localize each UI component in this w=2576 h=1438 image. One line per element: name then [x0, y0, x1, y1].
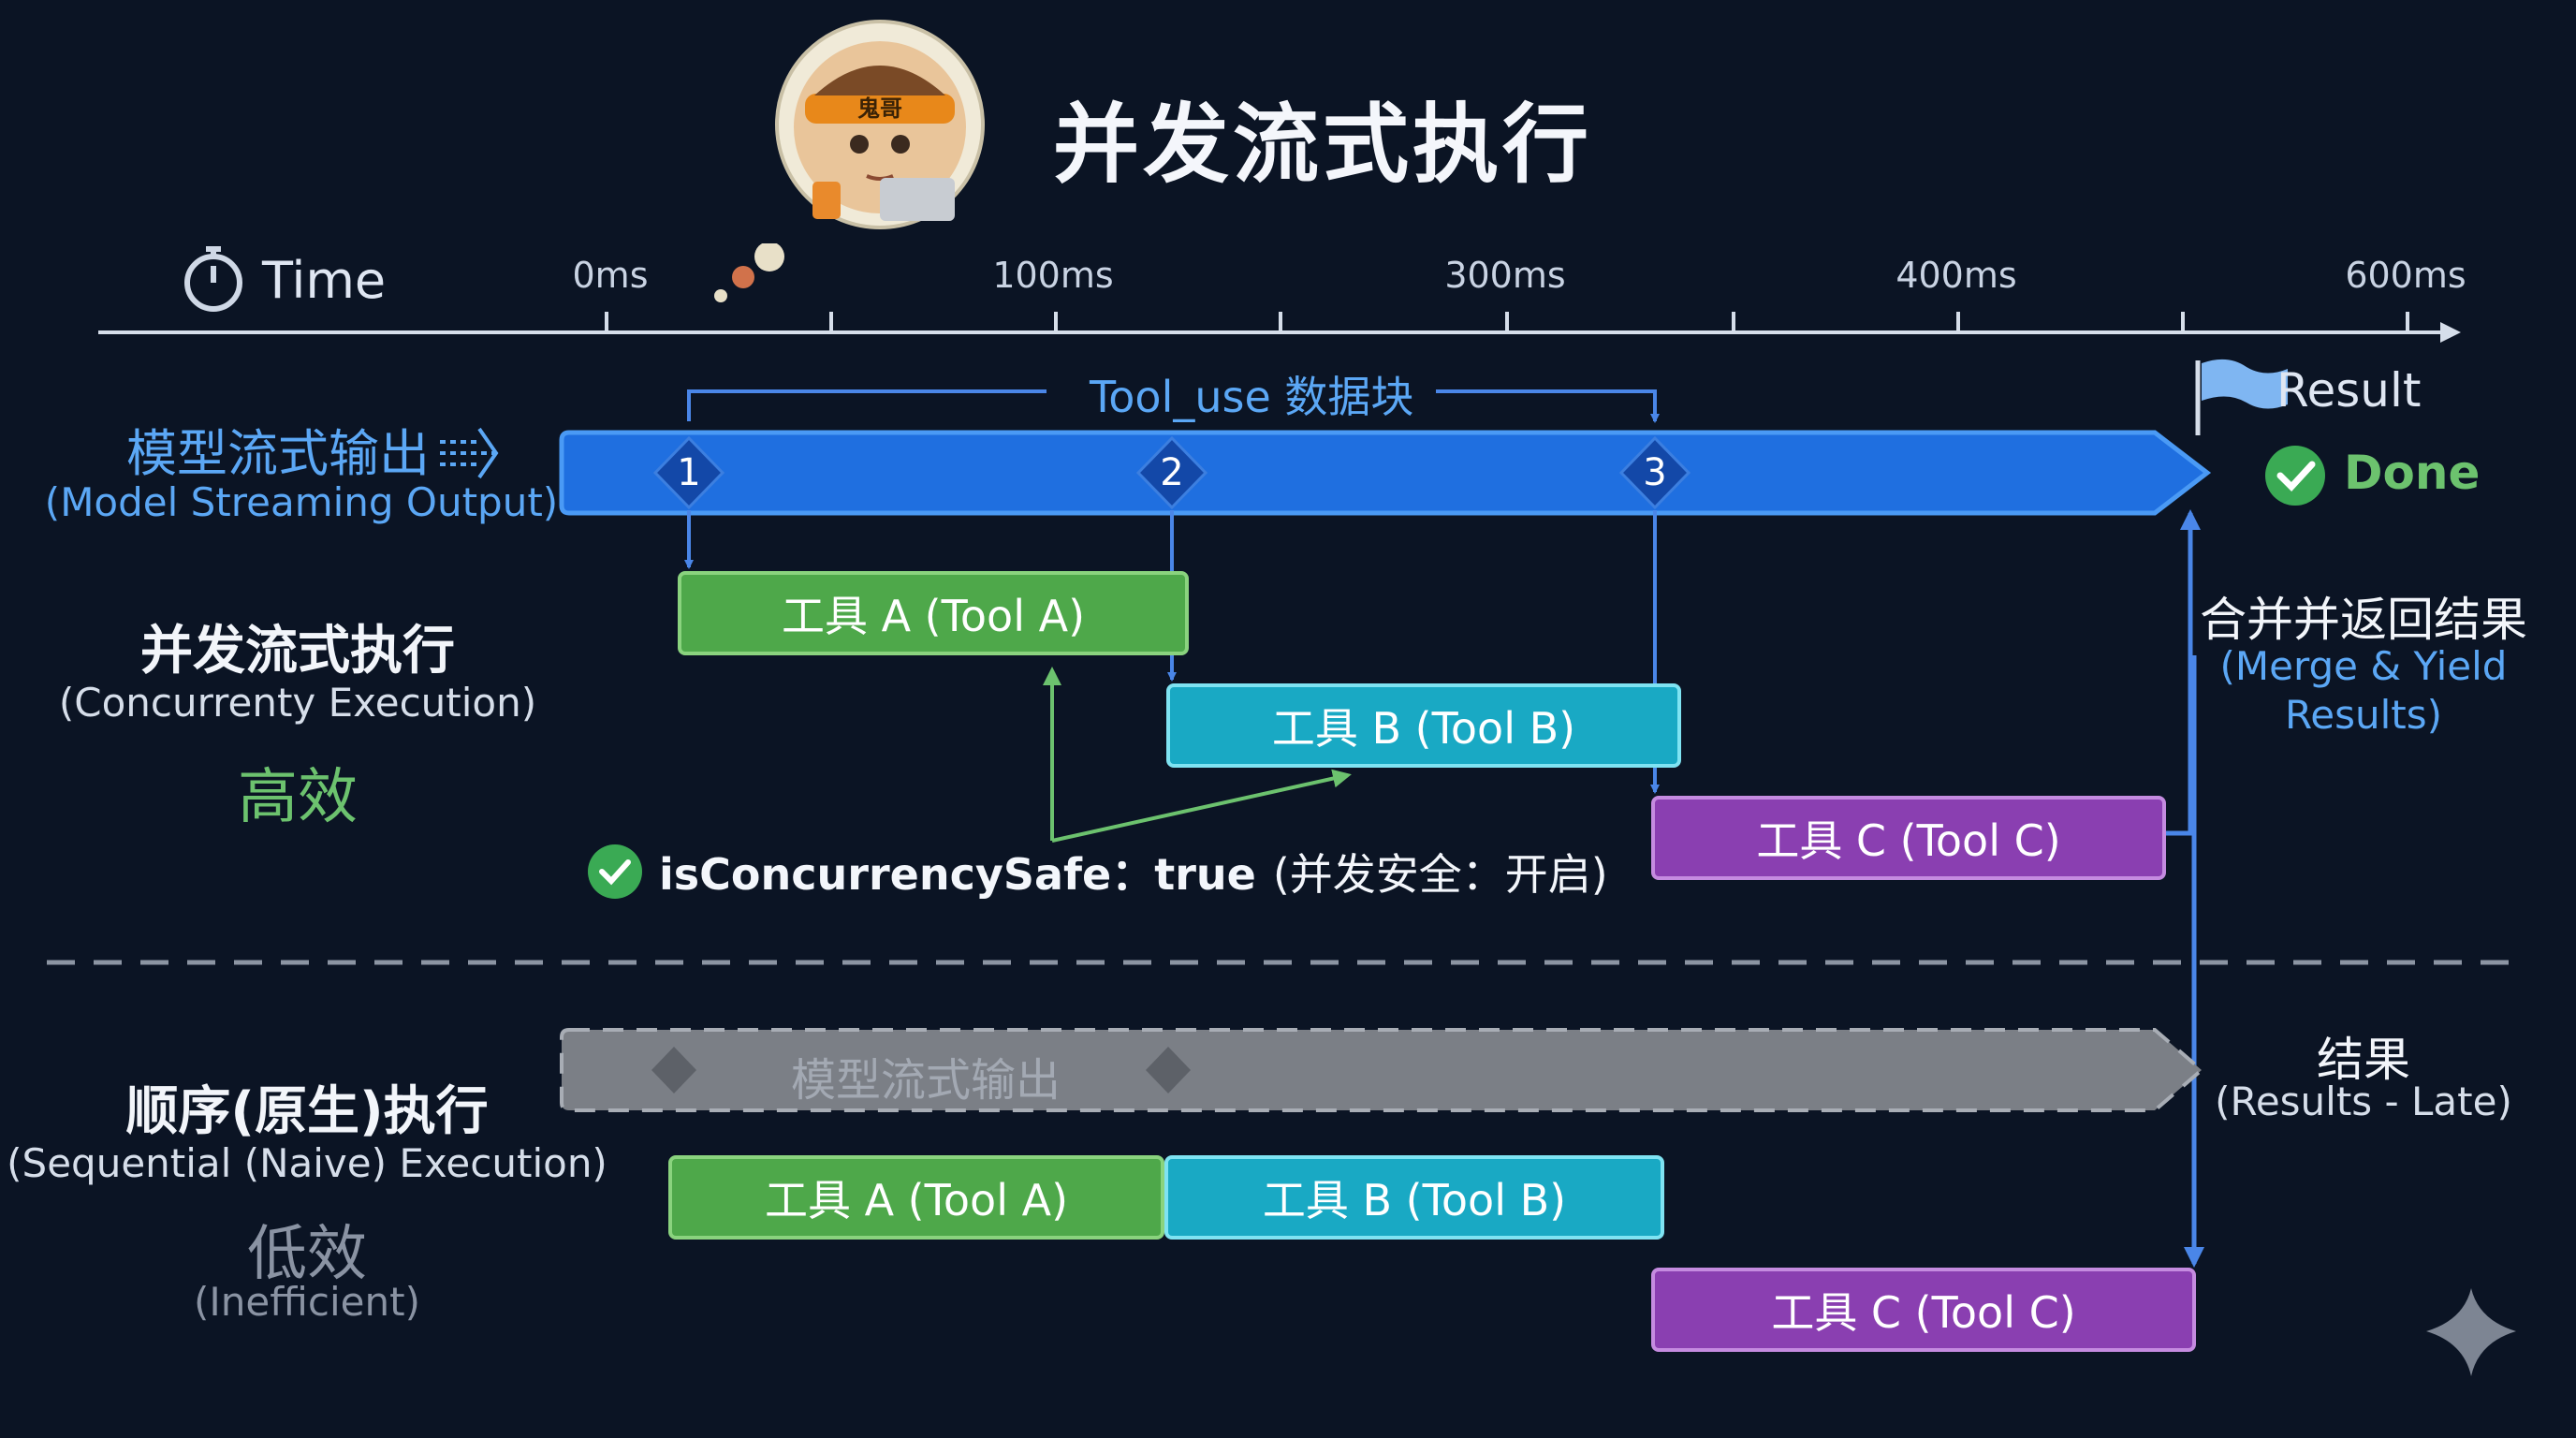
streaming-arrows-icon	[440, 427, 499, 479]
result-label: Result	[2276, 363, 2422, 418]
sequential-marker-2	[1146, 1047, 1191, 1093]
model-output-label: 模型流式输出	[126, 424, 430, 483]
merge-label-en: (Merge & Yield Results)	[2220, 642, 2508, 740]
concurrent-tool-a: 工具 A (Tool A)	[678, 571, 1189, 655]
concurrency-safe-desc: (并发安全：开启)	[1272, 849, 1608, 900]
concurrency-safe-arrows	[1043, 667, 1352, 843]
time-axis-label: Time	[262, 251, 387, 310]
model-stream-bar	[559, 430, 2212, 516]
model-output-label-en: (Model Streaming Output)	[44, 479, 559, 525]
done-status: Done	[2263, 446, 2480, 500]
marker-number-3: 3	[1643, 451, 1667, 494]
tick-label: 400ms	[1895, 255, 2017, 296]
sequential-label-en: (Sequential (Naive) Execution)	[7, 1140, 607, 1186]
late-result-label-en: (Results - Late)	[2215, 1078, 2512, 1124]
tool-use-marker-3	[1618, 435, 1691, 510]
merge-label-en-line1: (Merge & Yield	[2219, 643, 2508, 689]
concurrency-safe-note: isConcurrencySafe：true (并发安全：开启)	[588, 841, 1608, 902]
stopwatch-icon	[184, 246, 242, 312]
late-result-label: 结果	[2317, 1033, 2410, 1087]
marker-number-2: 2	[1160, 451, 1184, 494]
thought-dots	[714, 243, 784, 302]
efficiency-high: 高效	[238, 763, 358, 832]
tool-use-label: Tool_use 数据块	[1067, 363, 1437, 425]
sequential-label: 顺序(原生)执行	[125, 1081, 489, 1142]
sparkle-icon	[2426, 1288, 2516, 1376]
concurrent-label: 并发流式执行	[140, 621, 455, 682]
tick-label: 300ms	[1444, 255, 1566, 296]
efficiency-low-en: (Inefficient)	[194, 1279, 420, 1325]
done-check-icon	[2265, 446, 2325, 506]
tick-label: 600ms	[2345, 255, 2466, 296]
concurrent-label-en: (Concurrenty Execution)	[58, 680, 537, 726]
sequential-tool-a: 工具 A (Tool A)	[668, 1155, 1164, 1240]
sequential-stream-bar	[560, 1028, 2205, 1112]
flag-icon	[2195, 359, 2288, 435]
mascot-headband-text: 鬼哥	[857, 95, 902, 122]
sequential-tool-c: 工具 C (Tool C)	[1651, 1268, 2196, 1352]
time-axis-ticks	[605, 312, 2409, 332]
sequential-tool-b: 工具 B (Tool B)	[1164, 1155, 1664, 1240]
done-label: Done	[2344, 446, 2481, 500]
concurrency-safe-key: isConcurrencySafe：true	[659, 849, 1256, 900]
merge-arrows	[2164, 509, 2204, 1268]
merge-label: 合并并返回结果	[2200, 593, 2527, 647]
sequential-stream-label: 模型流式输出	[791, 1054, 1061, 1107]
tool-use-marker-1	[652, 435, 725, 510]
concurrent-tool-b: 工具 B (Tool B)	[1166, 683, 1681, 768]
mascot-thought-bubble: 鬼哥	[739, 17, 1039, 242]
merge-label-en-line2: Results)	[2284, 692, 2443, 738]
sequential-marker-1	[651, 1047, 696, 1093]
efficiency-low: 低效	[247, 1220, 367, 1289]
tick-label: 0ms	[572, 255, 649, 296]
tool-use-bracket	[687, 389, 1660, 423]
tick-label: 100ms	[992, 255, 1114, 296]
check-icon	[588, 844, 642, 899]
tool-use-marker-2	[1135, 435, 1208, 510]
page-title: 并发流式执行	[1053, 95, 1593, 195]
concurrent-tool-c: 工具 C (Tool C)	[1651, 796, 2166, 880]
marker-number-1: 1	[677, 451, 701, 494]
